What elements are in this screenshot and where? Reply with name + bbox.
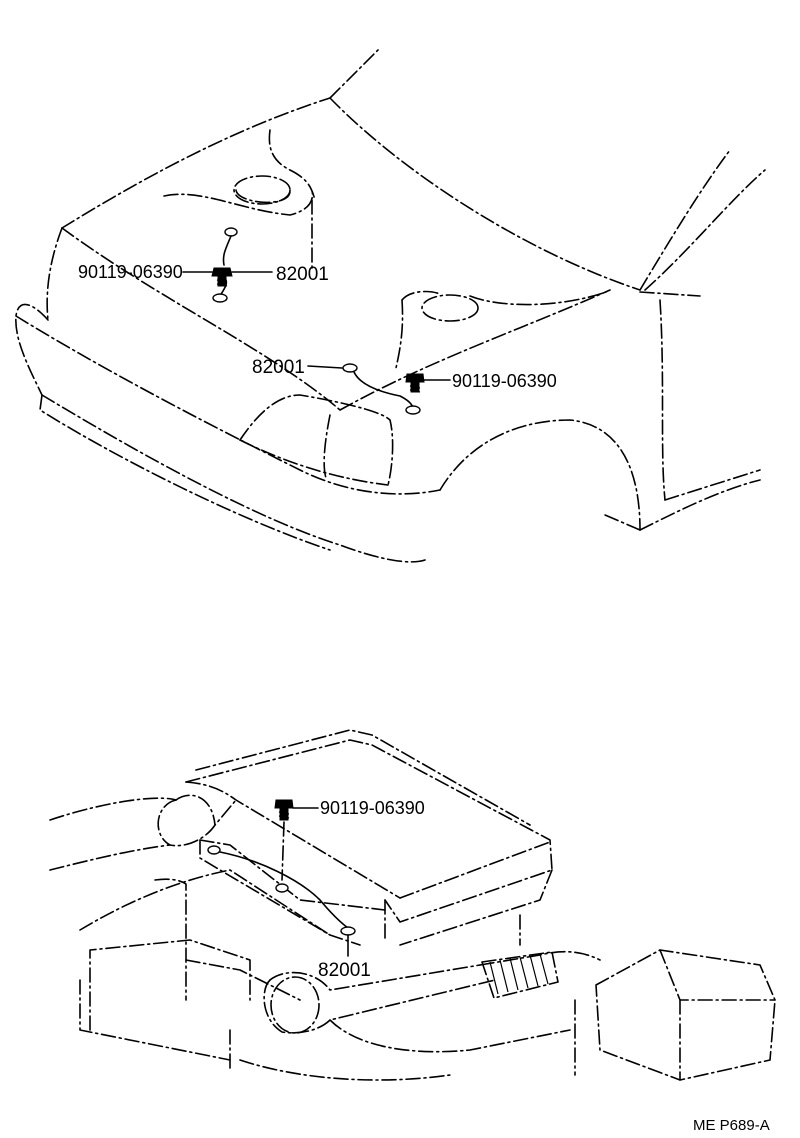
part-number-strap-c: 82001 <box>318 960 371 981</box>
vehicle-front-illustration <box>15 47 766 563</box>
diagram-reference-code: ME P689-A <box>693 1117 770 1134</box>
corrugated-hose <box>481 951 559 999</box>
leader-lines-bottom <box>292 807 349 957</box>
bolt-icon <box>274 799 294 821</box>
part-number-screw-b: 90119-06390 <box>452 371 557 391</box>
ground-strap-a <box>212 227 238 303</box>
bolt-icon <box>405 373 425 393</box>
part-number-screw-a: 90119-06390 <box>78 262 183 282</box>
part-number-strap-b: 82001 <box>252 357 305 378</box>
engine-bay-illustration <box>49 729 776 1081</box>
part-number-screw-c: 90119-06390 <box>320 798 425 818</box>
leader-lines-top <box>182 271 451 381</box>
ground-strap-c <box>207 845 356 936</box>
bolt-icon <box>211 267 233 287</box>
ground-strap-b <box>342 363 421 415</box>
part-number-strap-a: 82001 <box>276 264 329 285</box>
